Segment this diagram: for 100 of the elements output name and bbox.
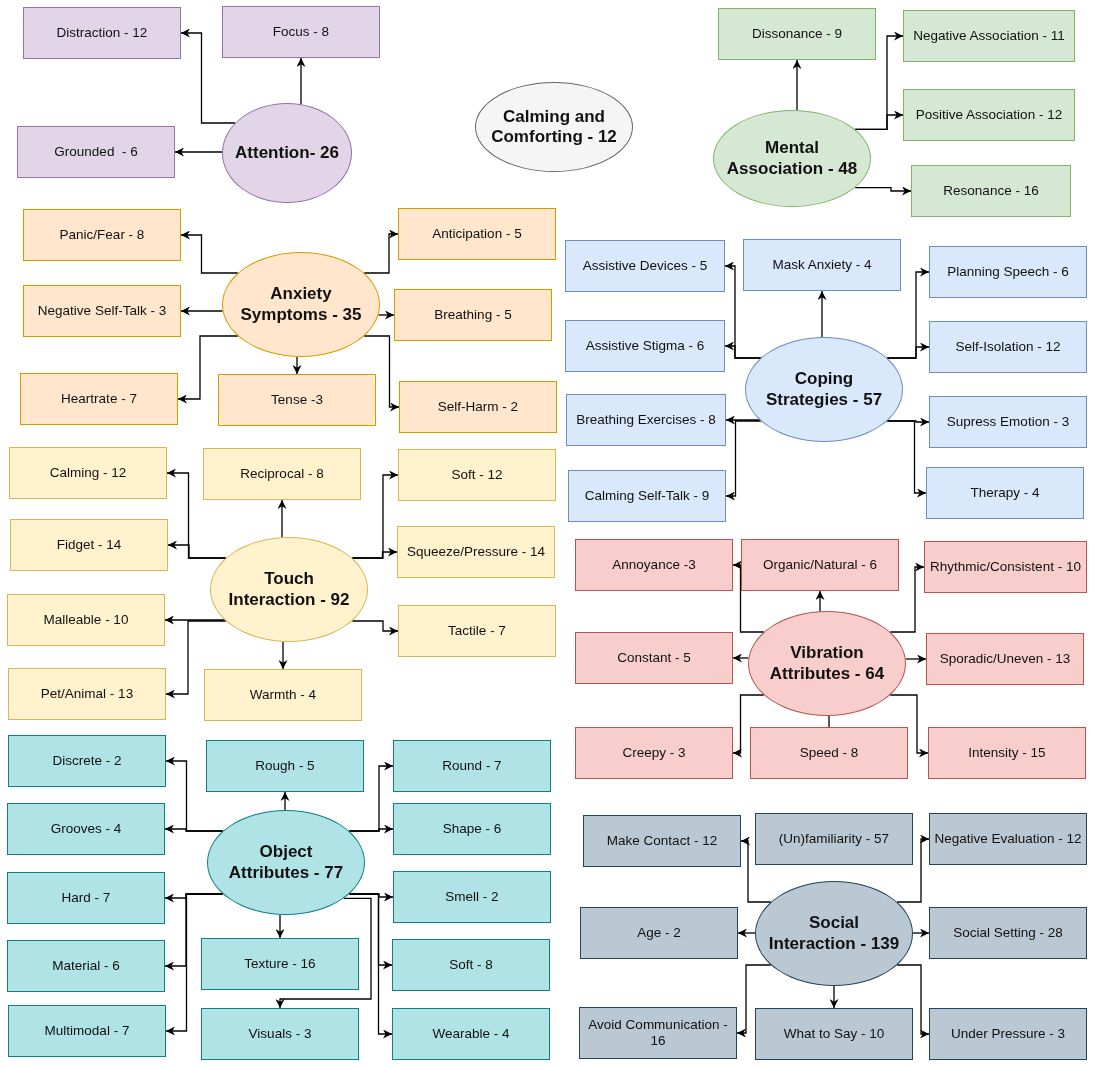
arrow <box>164 824 224 834</box>
category-box: Calming - 12 <box>9 447 167 499</box>
category-box: Fidget - 14 <box>10 519 168 571</box>
arrow <box>164 615 226 625</box>
category-box: Sporadic/Uneven - 13 <box>926 633 1084 685</box>
category-box: Therapy - 4 <box>926 467 1084 519</box>
category-box: Soft - 12 <box>398 449 556 501</box>
category-box: Distraction - 12 <box>23 7 181 59</box>
arrow <box>292 356 302 375</box>
category-box: Malleable - 10 <box>7 594 165 646</box>
category-box: Multimodal - 7 <box>8 1005 166 1057</box>
category-box: Social Setting - 28 <box>929 907 1087 959</box>
category-box: Rhythmic/Consistent - 10 <box>924 541 1087 593</box>
arrow <box>725 420 762 501</box>
arrow <box>165 620 227 699</box>
category-box: Supress Emotion - 3 <box>929 396 1087 448</box>
arrow <box>854 110 904 131</box>
category-box: Speed - 8 <box>750 727 908 779</box>
topic-ellipse: Touch Interaction - 92 <box>210 537 368 642</box>
category-box: Positive Association - 12 <box>903 89 1075 141</box>
arrow <box>889 562 925 633</box>
category-box: Smell - 2 <box>393 871 551 923</box>
arrow <box>792 59 802 111</box>
category-box: (Un)familiarity - 57 <box>755 813 913 865</box>
arrow <box>912 928 930 938</box>
arrow <box>736 964 772 1038</box>
arrow <box>275 914 285 939</box>
topic-ellipse: Anxiety Symptoms - 35 <box>222 252 380 357</box>
arrow <box>363 229 399 274</box>
arrow <box>889 694 929 758</box>
category-box: Warmth - 4 <box>204 669 362 721</box>
arrow <box>815 590 825 612</box>
category-box: Tense -3 <box>218 374 376 426</box>
arrow <box>363 335 400 412</box>
category-box: Visuals - 3 <box>201 1008 359 1060</box>
arrow <box>351 620 399 636</box>
category-box: Self-Isolation - 12 <box>929 321 1087 373</box>
category-box: Self-Harm - 2 <box>399 381 557 433</box>
category-box: Focus - 8 <box>222 6 380 58</box>
category-box: Round - 7 <box>393 740 551 792</box>
arrow <box>725 415 761 425</box>
topic-ellipse: Mental Association - 48 <box>713 110 871 207</box>
category-box: Negative Evaluation - 12 <box>929 813 1087 865</box>
arrow <box>348 893 393 1039</box>
arrow <box>817 290 827 338</box>
category-box: Reciprocal - 8 <box>203 448 361 500</box>
arrow <box>351 547 398 559</box>
arrow <box>174 147 223 157</box>
category-box: Rough - 5 <box>206 740 364 792</box>
arrow <box>165 893 224 1036</box>
arrow <box>905 654 927 664</box>
arrow <box>740 836 772 903</box>
category-box: Assistive Stigma - 6 <box>565 320 725 372</box>
arrow <box>724 341 762 359</box>
arrow <box>348 824 394 834</box>
topic-ellipse: Calming and Comforting - 12 <box>475 82 633 172</box>
category-box: Material - 6 <box>7 940 165 992</box>
category-box: Grooves - 4 <box>7 803 165 855</box>
category-box: What to Say - 10 <box>755 1008 913 1060</box>
arrow <box>275 897 372 1009</box>
arrow <box>180 306 224 316</box>
category-box: Age - 2 <box>580 907 738 959</box>
arrow <box>377 310 395 320</box>
category-box: Creepy - 3 <box>575 727 733 779</box>
arrow <box>177 335 239 404</box>
category-box: Texture - 16 <box>201 938 359 990</box>
category-box: Tactile - 7 <box>398 605 556 657</box>
topic-ellipse: Vibration Attributes - 64 <box>748 611 906 716</box>
arrow <box>886 342 930 359</box>
category-box: Organic/Natural - 6 <box>741 539 899 591</box>
arrow <box>732 560 765 633</box>
category-box: Grounded - 6 <box>17 126 175 178</box>
category-box: Dissonance - 9 <box>718 8 876 60</box>
category-box: Mask Anxiety - 4 <box>743 239 901 291</box>
arrow <box>896 964 930 1039</box>
arrow <box>732 694 765 758</box>
category-box: Panic/Fear - 8 <box>23 209 181 261</box>
category-box: Breathing Exercises - 8 <box>566 394 726 446</box>
topic-ellipse: Attention- 26 <box>222 103 352 203</box>
category-box: Hard - 7 <box>7 872 165 924</box>
category-box: Pet/Animal - 13 <box>8 668 166 720</box>
category-box: Wearable - 4 <box>392 1008 550 1060</box>
arrow <box>737 928 756 938</box>
arrow <box>732 653 750 663</box>
arrow <box>280 791 290 811</box>
category-box: Negative Self-Talk - 3 <box>23 285 181 337</box>
category-box: Shape - 6 <box>393 803 551 855</box>
category-box: Soft - 8 <box>392 939 550 991</box>
category-box: Calming Self-Talk - 9 <box>568 470 726 522</box>
arrow <box>296 57 306 105</box>
category-box: Annoyance -3 <box>575 539 733 591</box>
category-box: Heartrate - 7 <box>20 373 178 425</box>
category-box: Avoid Communication - 16 <box>579 1007 737 1059</box>
arrow <box>886 420 927 498</box>
arrow <box>277 499 287 538</box>
arrow <box>278 641 288 670</box>
category-box: Under Pressure - 3 <box>929 1008 1087 1060</box>
category-box: Intensity - 15 <box>928 727 1086 779</box>
category-box: Resonance - 16 <box>911 165 1071 217</box>
topic-ellipse: Coping Strategies - 57 <box>745 337 903 442</box>
